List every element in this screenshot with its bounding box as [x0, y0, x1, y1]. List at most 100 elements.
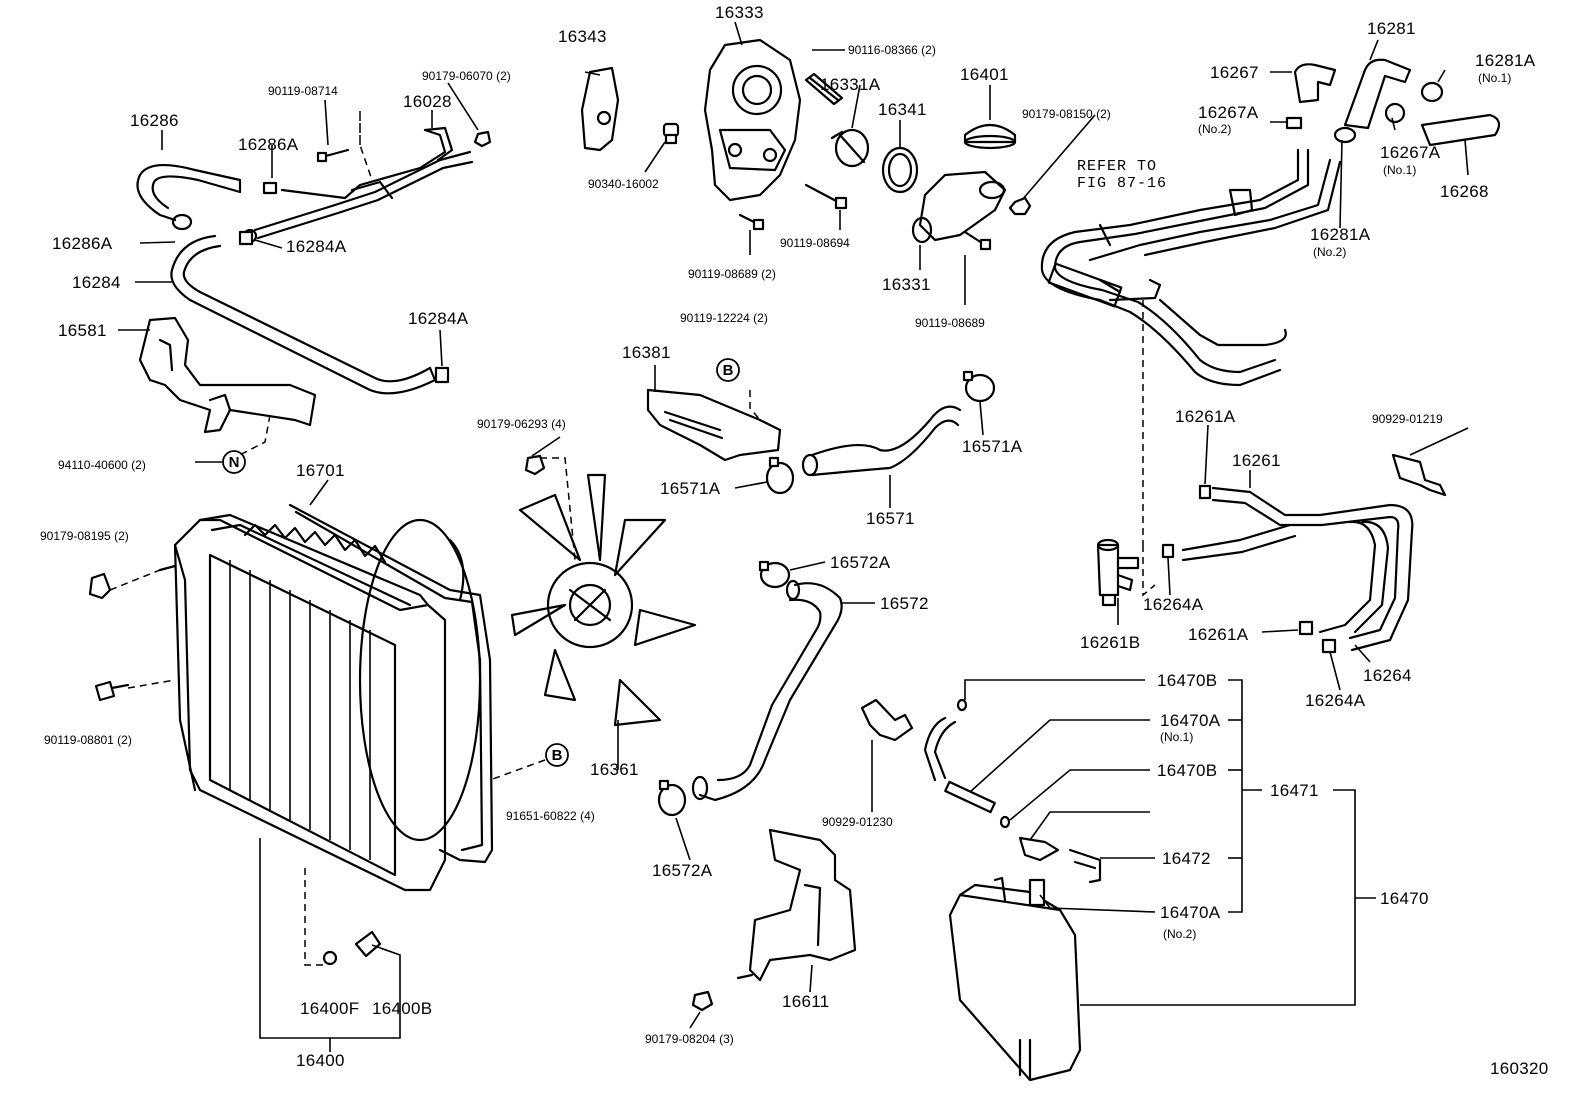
label-16284A: 16284A	[408, 309, 469, 328]
label-94110-40600: 94110-40600 (2)	[58, 458, 146, 472]
nut-90179-06070-drawing	[473, 130, 492, 148]
hose-16572-drawing	[691, 579, 843, 802]
label-90179-08204: 90179-08204 (3)	[645, 1032, 734, 1046]
label-16261: 16261	[1232, 451, 1281, 470]
label-16264A: 16264A	[1305, 691, 1366, 710]
callout-b-bottom: B	[545, 743, 569, 767]
label-no2: (No.2)	[1163, 927, 1196, 941]
diagram-id: 160320	[1490, 1059, 1549, 1078]
label-90179-06293: 90179-06293 (4)	[477, 417, 566, 431]
label-16281: 16281	[1367, 19, 1416, 38]
label-90119-08714: 90119-08714	[268, 84, 338, 98]
label-16470B: 16470B	[1157, 671, 1217, 690]
label-fig-87-16: FIG 87-16	[1077, 175, 1167, 192]
label-16470A: 16470A	[1160, 711, 1221, 730]
label-16581: 16581	[58, 321, 107, 340]
label-90119-08689: 90119-08689	[915, 316, 985, 330]
label-16401: 16401	[960, 65, 1009, 84]
cushion-90179-08195-drawing	[88, 564, 177, 600]
label-90179-08195: 90179-08195 (2)	[40, 529, 129, 543]
label-16571A: 16571A	[660, 479, 721, 498]
plug-90340-16002-drawing	[662, 122, 680, 145]
shroud-16701-drawing	[288, 503, 494, 864]
label-16572A: 16572A	[652, 861, 713, 880]
label-16400: 16400	[296, 1051, 345, 1070]
label-16701: 16701	[296, 461, 345, 480]
hose-16571-drawing	[801, 405, 962, 477]
label-16281A: 16281A	[1310, 225, 1371, 244]
label-16341: 16341	[878, 100, 927, 119]
label-16268: 16268	[1440, 182, 1489, 201]
label-16331: 16331	[882, 275, 931, 294]
label-16331A: 16331A	[820, 75, 881, 94]
label-16471: 16471	[1270, 781, 1319, 800]
label-90119-08689-2: 90119-08689 (2)	[688, 267, 776, 281]
gasket-16343-drawing	[580, 66, 620, 152]
label-16572: 16572	[880, 594, 929, 613]
label-16343: 16343	[558, 27, 607, 46]
leader-lines	[118, 21, 1469, 1052]
nut-90179-06293-drawing	[524, 454, 546, 476]
callout-b-top: B	[716, 358, 740, 382]
label-16264A: 16264A	[1143, 595, 1204, 614]
nut-90179-08204-drawing	[691, 990, 714, 1012]
clip-16284A-drawing	[238, 230, 450, 384]
label-90179-06070: 90179-06070 (2)	[422, 69, 511, 83]
label-no2: (No.2)	[1198, 122, 1231, 136]
hose-16286-drawing	[136, 163, 242, 231]
label-16571A: 16571A	[962, 437, 1023, 456]
label-no2: (No.2)	[1313, 245, 1346, 259]
label-16400B: 16400B	[372, 999, 432, 1018]
hoses-16261-16264-drawing	[1181, 486, 1414, 652]
bracket-16611-drawing	[736, 828, 857, 982]
radiator-cap-16401-drawing	[963, 123, 1017, 150]
radiator-core-fins	[229, 560, 371, 860]
clamp-16571A-drawing	[765, 370, 996, 495]
label-90119-12224: 90119-12224 (2)	[680, 311, 768, 325]
dashed-connection-lines	[109, 110, 1156, 966]
clamp-16572A-drawing	[657, 560, 791, 817]
bracket-16381-drawing	[646, 388, 782, 462]
nut-90179-08150-drawing	[1008, 196, 1032, 216]
water-outlet-16331-drawing	[911, 170, 1007, 244]
thermostat-16331A-drawing	[830, 128, 870, 168]
label-refer-to: REFER TO	[1077, 158, 1157, 175]
label-16267A: 16267A	[1380, 143, 1441, 162]
label-16261A: 16261A	[1188, 625, 1249, 644]
heater-pipes-drawing	[1040, 148, 1342, 387]
bolt-90119-08801-drawing	[94, 680, 130, 702]
label-16261A: 16261A	[1175, 407, 1236, 426]
clamps-16261A-16264A-drawing	[1161, 484, 1337, 654]
radiator-16400-drawing	[173, 513, 447, 892]
label-16028: 16028	[403, 92, 452, 111]
label-90119-08694: 90119-08694	[780, 236, 850, 250]
label-16286A: 16286A	[238, 135, 299, 154]
label-16572A: 16572A	[830, 553, 891, 572]
label-16286A: 16286A	[52, 234, 113, 253]
valve-16261B-drawing	[1096, 538, 1140, 607]
label-16470A: 16470A	[1160, 903, 1221, 922]
label-16361: 16361	[590, 760, 639, 779]
label-16472: 16472	[1162, 849, 1211, 868]
label-16470B: 16470B	[1157, 761, 1217, 780]
label-16261B: 16261B	[1080, 633, 1140, 652]
label-16281A: 16281A	[1475, 51, 1536, 70]
label-16267A: 16267A	[1198, 103, 1259, 122]
water-inlet-housing-16333-drawing	[703, 38, 844, 202]
label-16400F: 16400F	[300, 999, 359, 1018]
label-16571: 16571	[866, 509, 915, 528]
label-no1: (No.1)	[1478, 71, 1511, 85]
drain-cock-16400B-drawing	[322, 930, 382, 966]
label-16286: 16286	[130, 111, 179, 130]
label-90929-01219: 90929-01219	[1372, 412, 1443, 426]
label-16611: 16611	[782, 992, 830, 1011]
reservoir-hoses-drawing	[923, 698, 1102, 884]
label-16470: 16470	[1380, 889, 1429, 908]
label-16264: 16264	[1363, 666, 1412, 685]
clip-90929-01230-drawing	[860, 698, 914, 742]
label-16284: 16284	[72, 273, 121, 292]
hoses-16267-16281-drawing	[1285, 58, 1501, 147]
label-16381: 16381	[622, 343, 671, 362]
label-16267: 16267	[1210, 63, 1259, 82]
